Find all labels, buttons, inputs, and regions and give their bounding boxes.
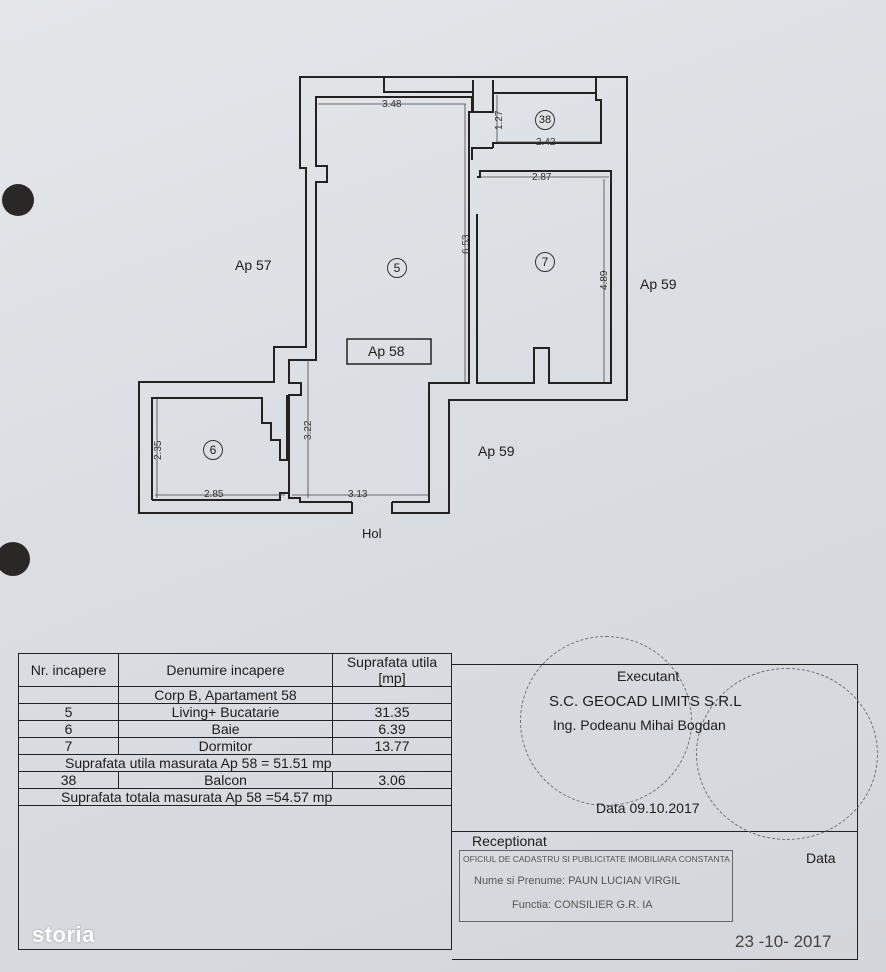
- apartment-label-box: [346, 338, 432, 365]
- receptionat-date-label: Data: [806, 850, 836, 866]
- rooms-table: Nr. incapere Denumire incapere Suprafata…: [18, 653, 452, 950]
- room-number-7: 7: [535, 252, 555, 272]
- room-nr: 5: [18, 703, 119, 721]
- dimension-label: 4.89: [599, 270, 610, 290]
- useful-area-total: Suprafata utila masurata Ap 58 = 51.51 m…: [18, 754, 452, 772]
- dimension-label: 2.35: [153, 440, 164, 460]
- room-name: Baie: [118, 720, 333, 738]
- executant-company: S.C. GEOCAD LIMITS S.R.L: [549, 693, 742, 710]
- room-number-38: 38: [535, 110, 555, 130]
- stamp-office: OFICIUL DE CADASTRU SI PUBLICITATE IMOBI…: [463, 854, 730, 864]
- stamp-name: Nume si Prenume: PAUN LUCIAN VIRGIL: [474, 875, 681, 887]
- header-room-name: Denumire incapere: [118, 653, 333, 687]
- table-row: 5 Living+ Bucatarie 31.35: [18, 703, 452, 721]
- apartment-label: Ap 58: [368, 343, 405, 359]
- bedroom-outline: [471, 147, 612, 384]
- dimension-label: 6.53: [461, 234, 472, 254]
- bathroom-outline: [151, 395, 290, 501]
- executant-date: Data 09.10.2017: [596, 800, 700, 816]
- room-number-5: 5: [387, 258, 407, 278]
- total-area: Suprafata totala masurata Ap 58 =54.57 m…: [18, 788, 452, 806]
- neighbor-label-left: Ap 57: [235, 257, 272, 273]
- room-area: 31.35: [332, 703, 452, 721]
- cadastre-stamp: [459, 850, 733, 922]
- room-area: 6.39: [332, 720, 452, 738]
- dimension-label: 3.48: [382, 99, 402, 110]
- stamp-function: Functia: CONSILIER G.R. IA: [512, 899, 653, 911]
- room-nr: 7: [18, 737, 119, 755]
- header-room-number: Nr. incapere: [18, 653, 119, 687]
- room-number-6: 6: [203, 440, 223, 460]
- neighbor-label-right-bottom: Ap 59: [478, 443, 515, 459]
- dimension-label: 2.87: [532, 172, 552, 183]
- dimension-label: 2.42: [536, 137, 556, 148]
- neighbor-label-bottom: Hol: [362, 526, 382, 541]
- table-row: 6 Baie 6.39: [18, 720, 452, 738]
- outer-wall-outline: [138, 76, 628, 514]
- dimension-label: 1.27: [494, 110, 505, 130]
- executant-stamp: [520, 636, 692, 806]
- table-row: 38 Balcon 3.06: [18, 771, 452, 789]
- reception-date: 23 -10- 2017: [735, 932, 832, 951]
- room-name: Living+ Bucatarie: [118, 703, 333, 721]
- receptionat-title: Receptionat: [472, 833, 547, 849]
- building-row: Corp B, Apartament 58: [118, 686, 333, 704]
- dimension-label: 3.13: [348, 489, 368, 500]
- room-nr: 38: [18, 771, 119, 789]
- executant-engineer: Ing. Podeanu Mihai Bogdan: [553, 717, 726, 733]
- dimension-label: 3.22: [303, 420, 314, 440]
- punch-hole: [0, 542, 30, 576]
- punch-hole: [2, 184, 34, 216]
- balcony-outline: [383, 77, 602, 148]
- room-name: Dormitor: [118, 737, 333, 755]
- living-room-outline: [288, 96, 473, 503]
- room-nr: 6: [18, 720, 119, 738]
- storia-logo: storia: [32, 922, 95, 947]
- authority-stamp: [696, 668, 878, 840]
- executant-title: Executant: [617, 668, 680, 684]
- table-row: 7 Dormitor 13.77: [18, 737, 452, 755]
- room-area: 3.06: [332, 771, 452, 789]
- room-area: 13.77: [332, 737, 452, 755]
- neighbor-label-right-top: Ap 59: [640, 276, 677, 292]
- header-area: Suprafata utila [mp]: [332, 653, 452, 687]
- room-name: Balcon: [118, 771, 333, 789]
- dimension-label: 2.85: [204, 489, 224, 500]
